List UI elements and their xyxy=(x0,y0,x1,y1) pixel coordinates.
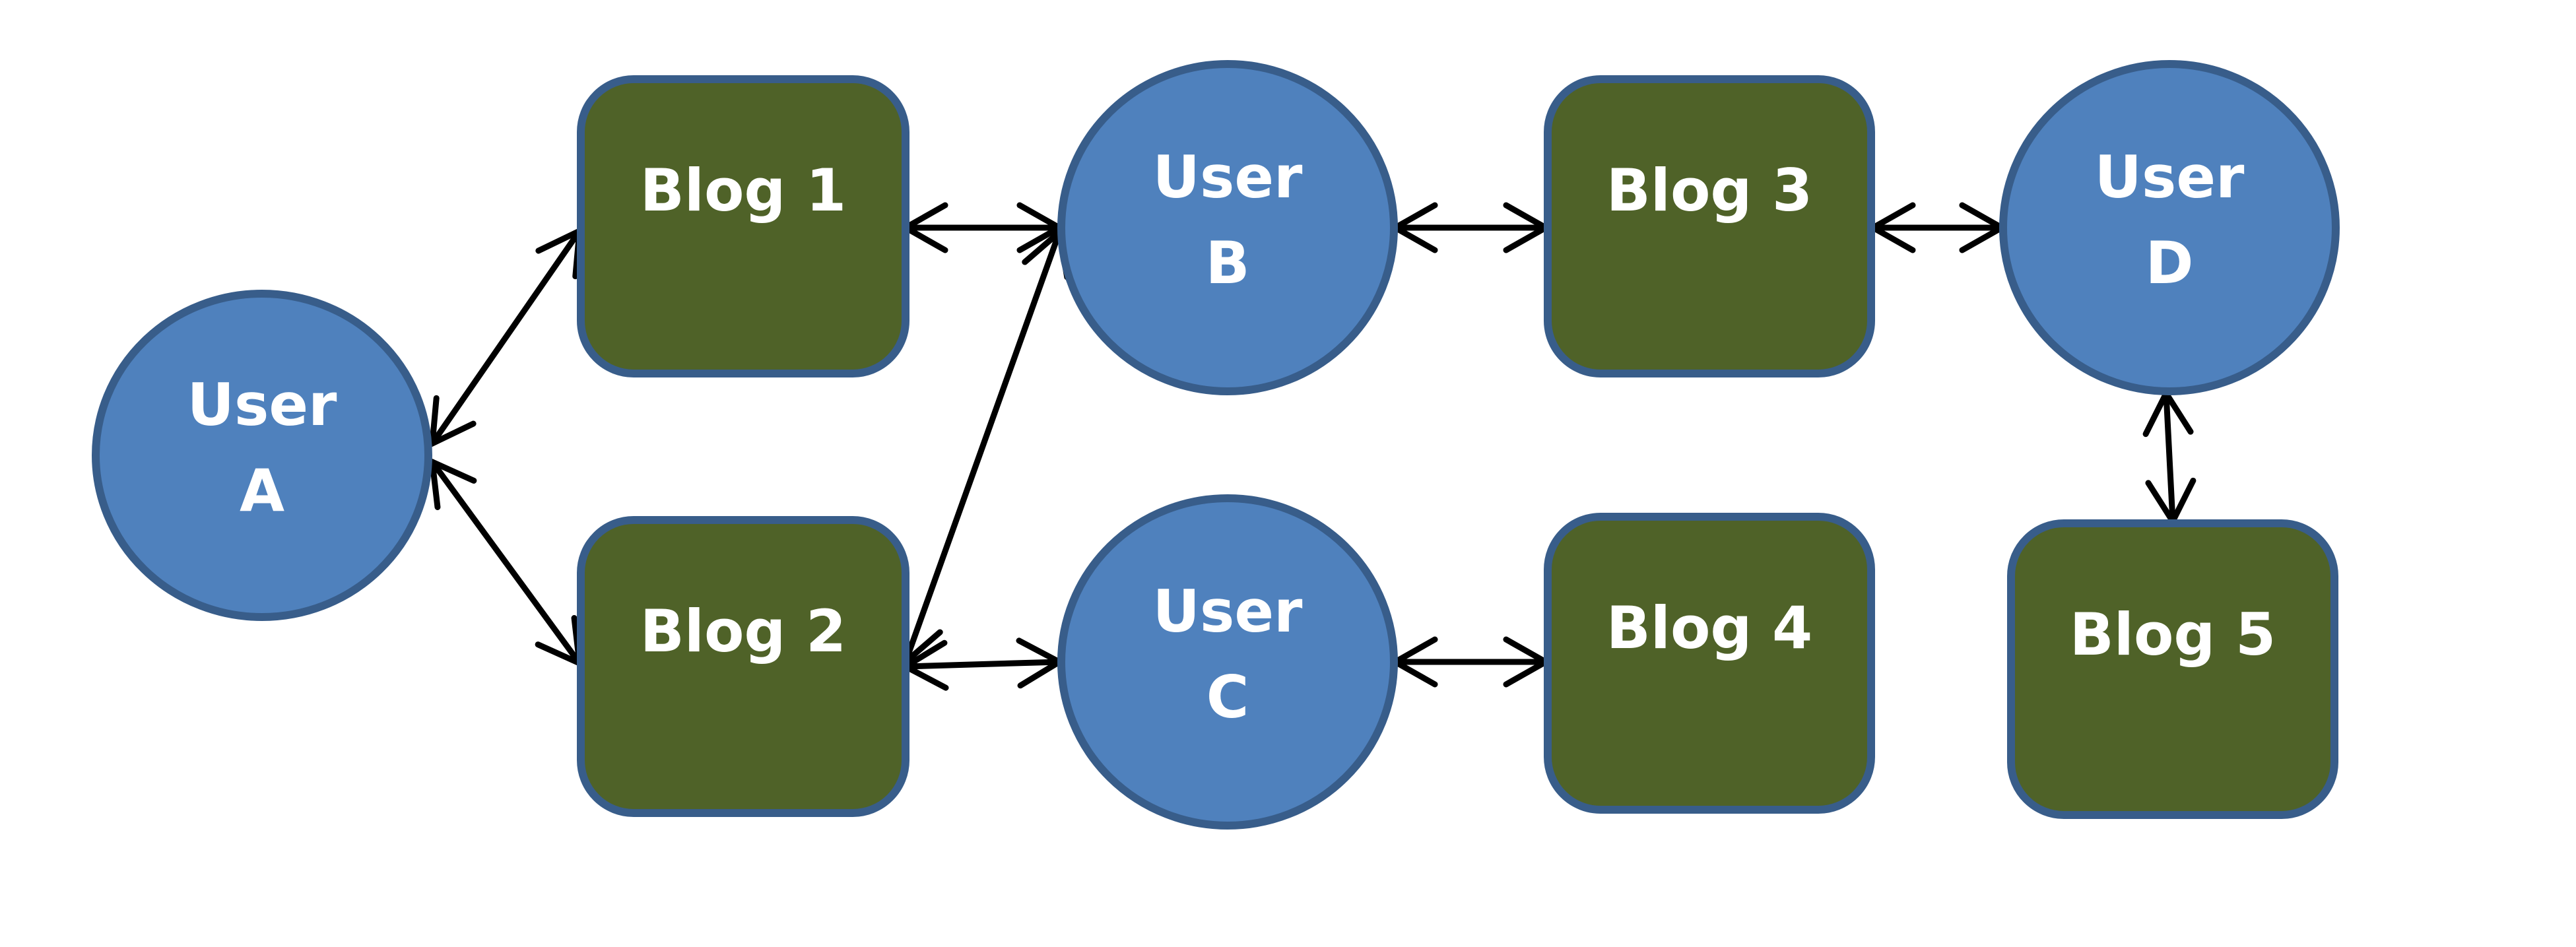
user-node-circle xyxy=(1057,60,1398,395)
user-node-label: D xyxy=(2145,229,2193,297)
edge-blog2-userC xyxy=(899,637,1066,691)
user-node-label: A xyxy=(240,457,284,525)
blog-node-label: Blog 1 xyxy=(640,156,847,224)
edge-userA-blog2 xyxy=(428,457,583,669)
blog-node-box xyxy=(1544,75,1875,377)
arrowhead-start xyxy=(428,395,477,449)
blog-node-label: Blog 4 xyxy=(1606,594,1813,662)
edge-line xyxy=(2163,390,2176,525)
edge-userB-blog3 xyxy=(1389,202,1552,253)
user-node-label: User xyxy=(1153,143,1304,211)
user-node-circle xyxy=(92,290,432,621)
edge-userA-blog1 xyxy=(428,226,583,449)
edge-line xyxy=(902,229,1063,665)
user-node-label: User xyxy=(1153,577,1304,645)
user-node-label: B xyxy=(1205,229,1249,297)
edge-userD-blog5 xyxy=(2142,387,2196,528)
user-node-label: C xyxy=(1206,663,1249,731)
blog-node-box xyxy=(577,75,909,377)
blog-node-label: Blog 3 xyxy=(1606,156,1813,224)
user-node-circle xyxy=(1057,494,1398,830)
node-blog3: Blog 3 xyxy=(1544,75,1875,377)
node-blog2: Blog 2 xyxy=(577,516,909,817)
edge-userC-blog4 xyxy=(1389,636,1552,688)
user-node-label: User xyxy=(2095,143,2245,211)
node-blog1: Blog 1 xyxy=(577,75,909,377)
edge-line xyxy=(429,459,583,667)
blog-node-box xyxy=(1544,513,1875,814)
edge-blog2-userB xyxy=(894,226,1071,668)
blog-node-label: Blog 5 xyxy=(2070,601,2276,669)
arrowhead-start xyxy=(428,457,477,511)
edge-line xyxy=(429,228,583,447)
blog-node-box xyxy=(2007,519,2338,819)
edge-line xyxy=(902,659,1063,670)
user-node-circle xyxy=(1999,60,2340,395)
edge-blog1-userB xyxy=(899,202,1066,253)
node-blog5: Blog 5 xyxy=(2007,519,2338,819)
blog-node-box xyxy=(577,516,909,817)
user-node-label: User xyxy=(187,371,338,439)
node-blog4: Blog 4 xyxy=(1544,513,1875,814)
blog-node-label: Blog 2 xyxy=(640,597,847,665)
edge-blog3-userD xyxy=(1866,202,2008,253)
